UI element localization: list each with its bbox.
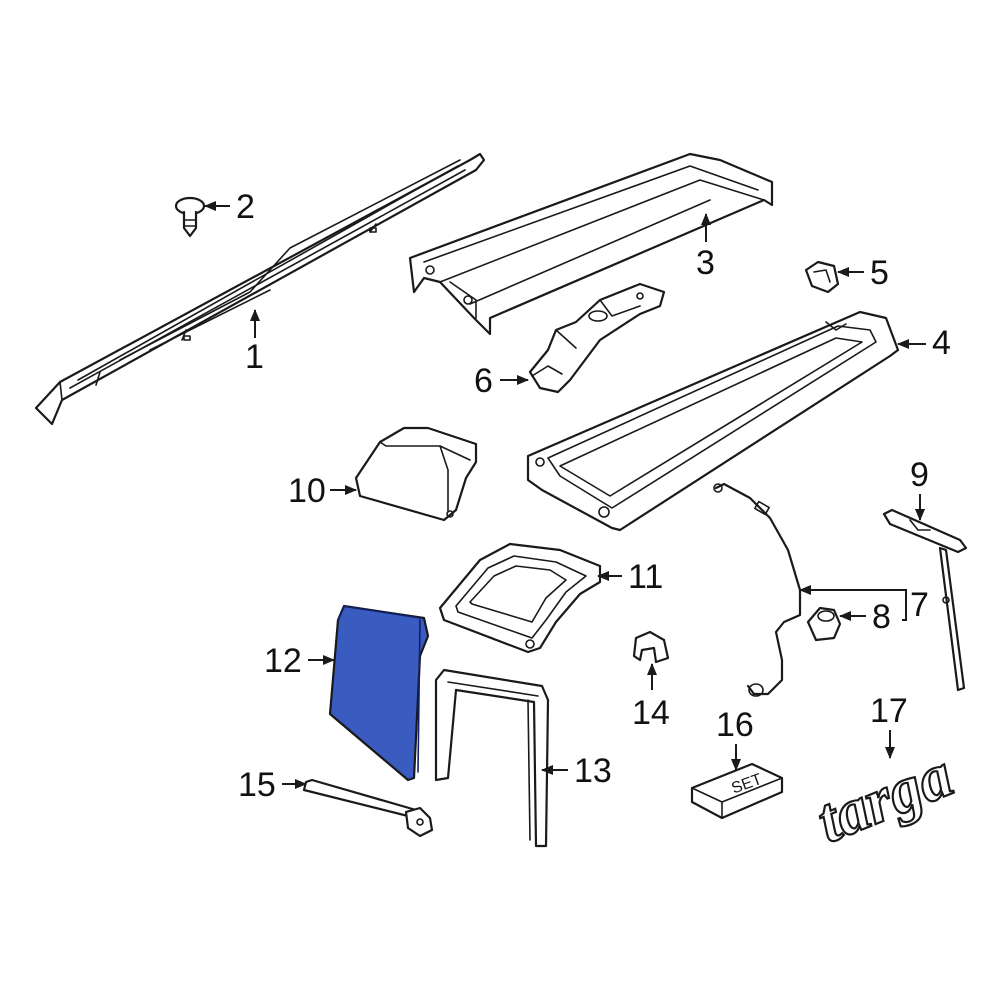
part-3-roof-panel[interactable] bbox=[408, 152, 774, 336]
callout-7: 7 bbox=[910, 586, 929, 624]
part-6-bracket[interactable] bbox=[528, 282, 666, 394]
part-13-seal[interactable] bbox=[434, 668, 550, 848]
part-17-emblem[interactable]: targa bbox=[806, 737, 963, 857]
callout-numbers: 1 2 3 4 5 6 7 8 9 10 11 12 13 14 15 16 1… bbox=[236, 188, 951, 804]
part-8-grommet[interactable] bbox=[806, 606, 842, 642]
callout-2: 2 bbox=[236, 188, 255, 226]
emblem-text: targa bbox=[807, 738, 962, 856]
callout-15: 15 bbox=[238, 766, 276, 804]
part-10-cover[interactable] bbox=[354, 426, 478, 522]
callout-3: 3 bbox=[696, 244, 715, 282]
callout-12: 12 bbox=[264, 642, 302, 680]
callout-14: 14 bbox=[632, 694, 670, 732]
part-11-window-frame[interactable] bbox=[438, 542, 602, 654]
part-9-trim[interactable] bbox=[882, 508, 968, 692]
callout-10: 10 bbox=[288, 472, 326, 510]
part-4-roof-frame[interactable] bbox=[526, 310, 900, 532]
callout-16: 16 bbox=[716, 706, 754, 744]
callout-17: 17 bbox=[870, 692, 908, 730]
callout-4: 4 bbox=[932, 324, 951, 362]
part-7-cable[interactable] bbox=[713, 482, 802, 697]
part-5-clip[interactable] bbox=[804, 260, 840, 294]
callout-6: 6 bbox=[474, 362, 493, 400]
leader-lines bbox=[204, 201, 926, 789]
part-1-roof-rail[interactable] bbox=[34, 152, 486, 426]
part-16-set-box[interactable]: SET bbox=[690, 762, 784, 820]
callout-8: 8 bbox=[872, 598, 891, 636]
highlighted-panel[interactable] bbox=[328, 604, 430, 782]
callout-5: 5 bbox=[870, 254, 889, 292]
part-2-push-clip[interactable] bbox=[174, 196, 206, 238]
part-14-cap[interactable] bbox=[632, 630, 670, 664]
callout-1: 1 bbox=[245, 338, 264, 376]
part-15-strap[interactable] bbox=[302, 778, 434, 838]
part-12-side-panel[interactable] bbox=[328, 604, 430, 782]
callout-11: 11 bbox=[628, 558, 663, 596]
callout-9: 9 bbox=[910, 456, 929, 494]
callout-13: 13 bbox=[574, 752, 612, 790]
